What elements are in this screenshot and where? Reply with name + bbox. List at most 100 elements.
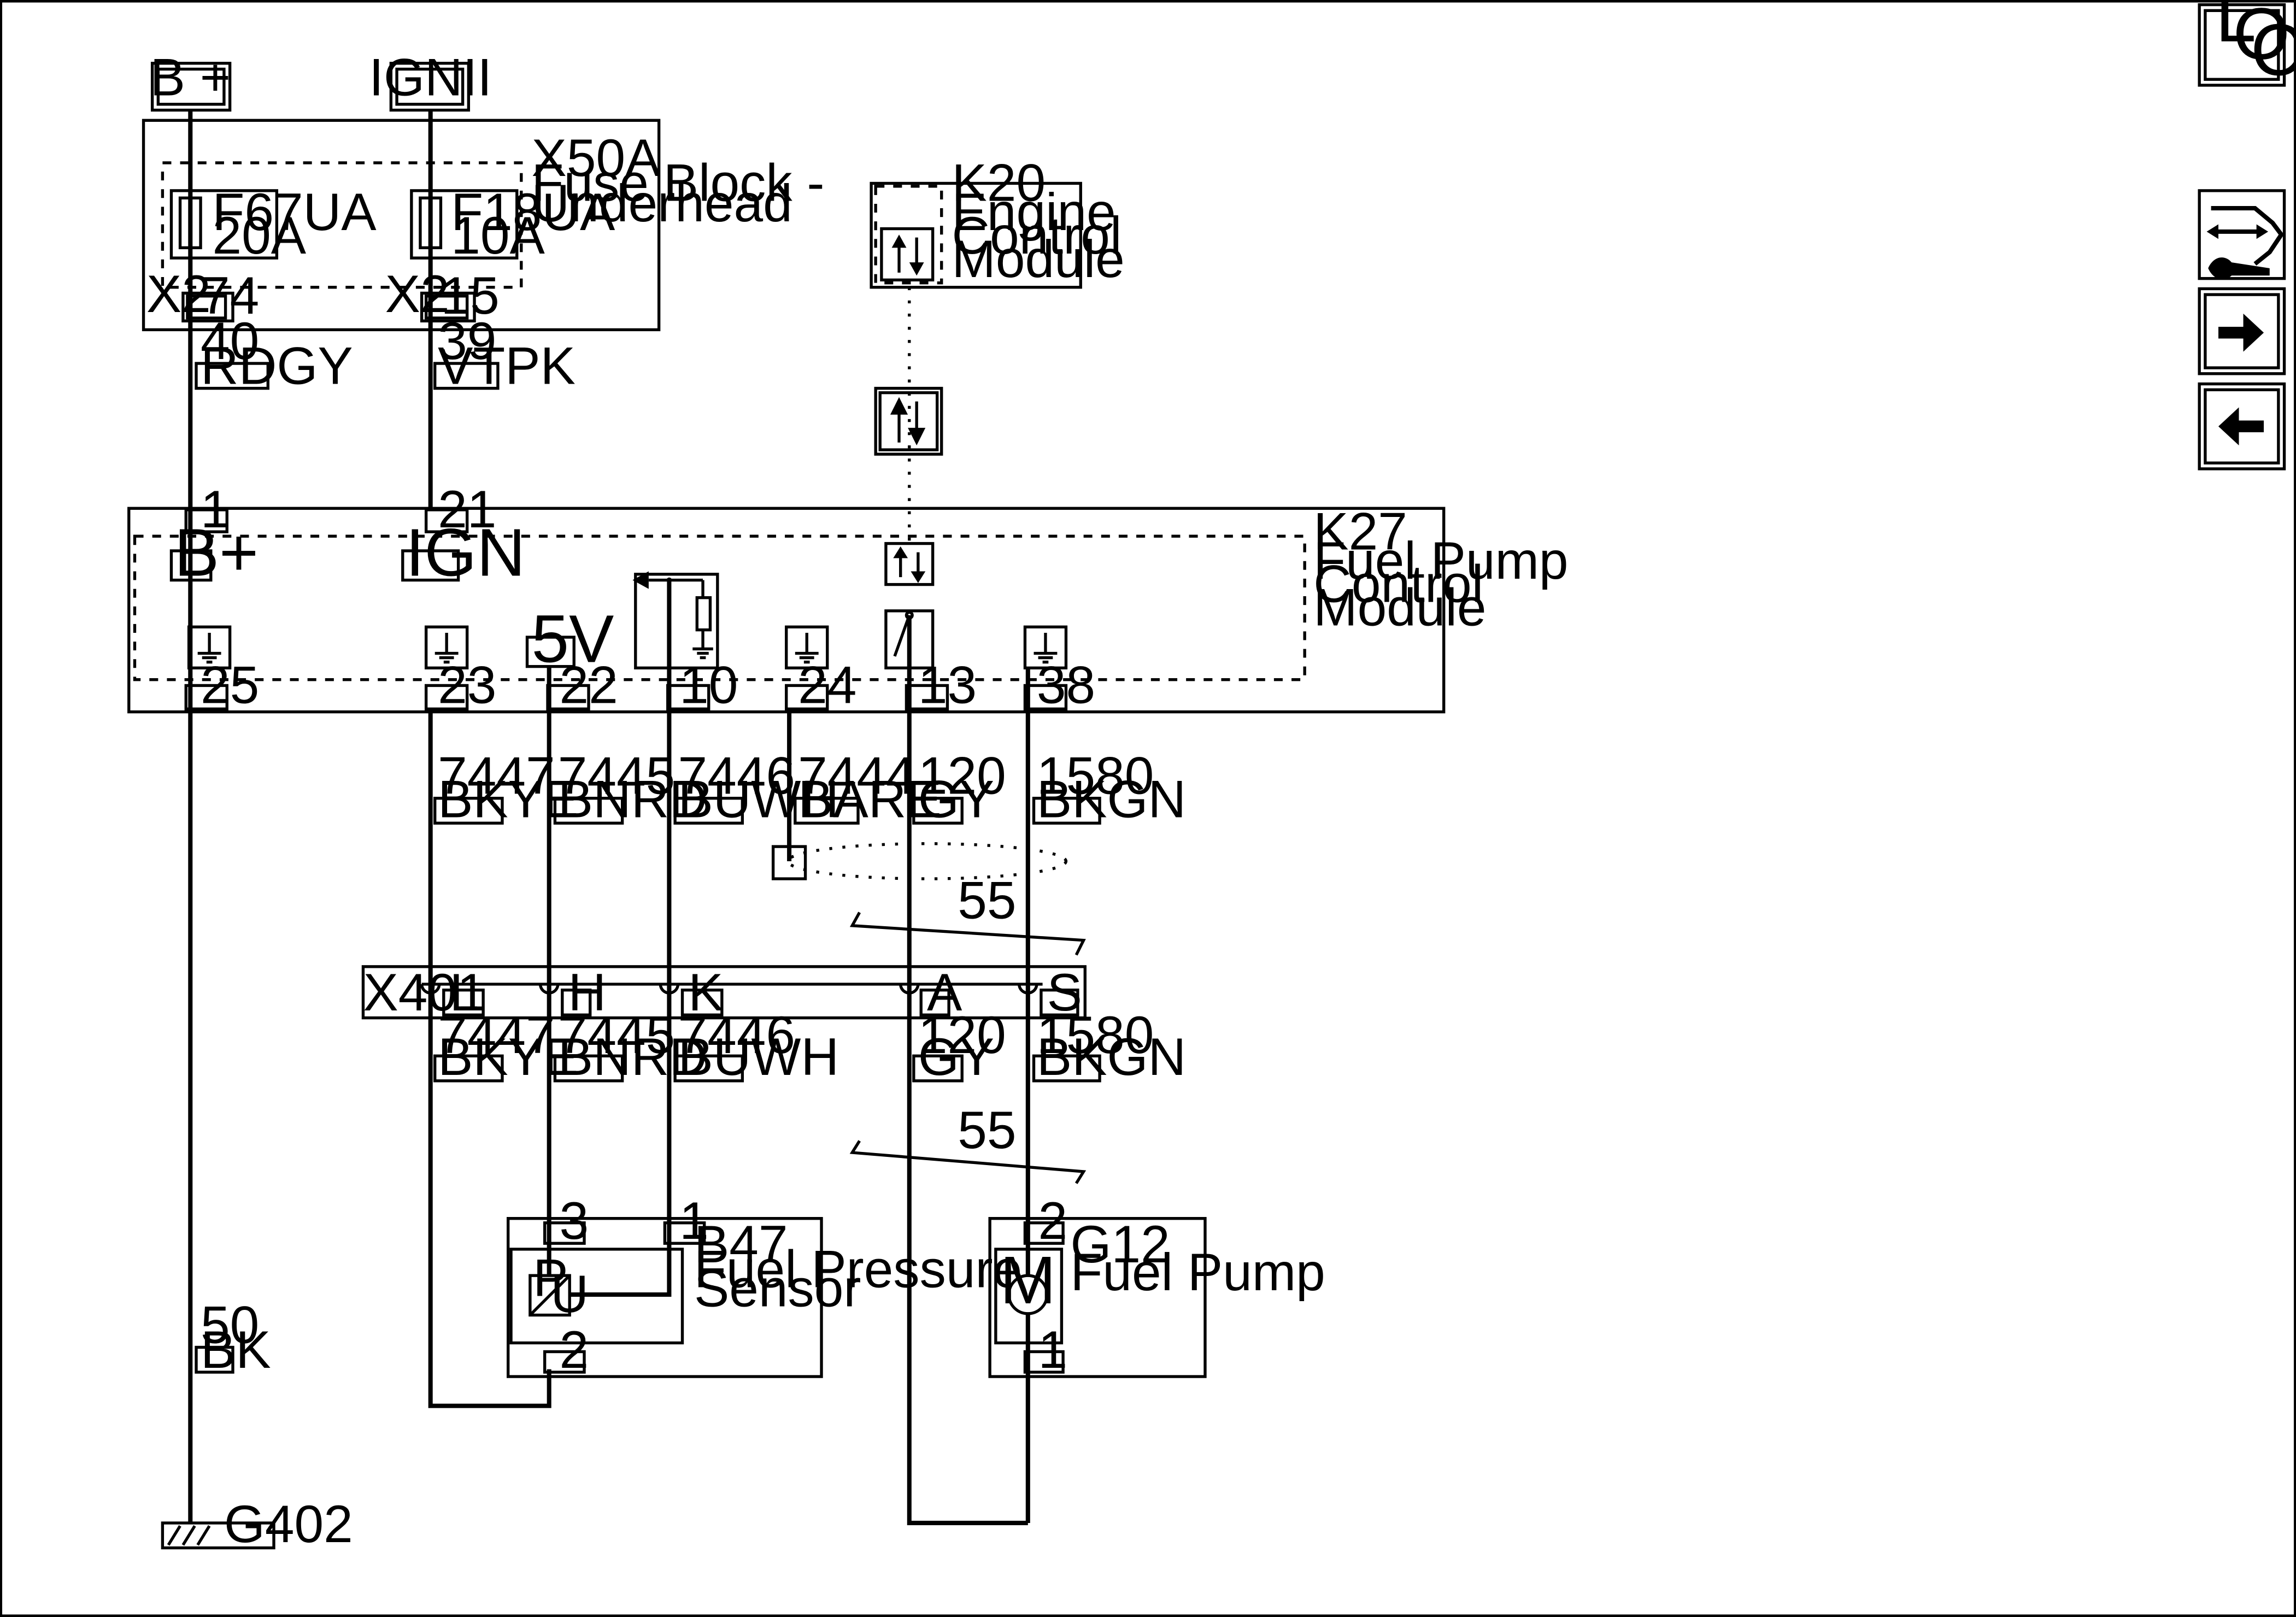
arrow-right-icon bbox=[2218, 313, 2264, 352]
wire-120[interactable] bbox=[907, 615, 1028, 1525]
harness-1580-circuit: 1580 bbox=[1037, 747, 1154, 805]
bplus-terminal[interactable]: B + bbox=[150, 49, 232, 112]
fuse-f18ua[interactable]: F18UA 10A bbox=[410, 183, 615, 265]
fpcm-pin-38: 38 bbox=[1037, 656, 1095, 715]
cable-shield bbox=[771, 842, 1068, 880]
g12-pin-1: 1 bbox=[1038, 1321, 1068, 1379]
b47-name-2: Sensor bbox=[694, 1259, 861, 1318]
lower-label-120[interactable]: 120 GY bbox=[912, 1006, 1006, 1086]
harness-1580-color: BKGN bbox=[1037, 771, 1186, 829]
fpcm-name-1: Fuel Pump bbox=[1313, 532, 1568, 590]
wire-label-40[interactable]: 40 RDGY bbox=[195, 312, 353, 396]
wire-label-50[interactable]: 50 BK bbox=[195, 1296, 271, 1379]
twist-label-lower: 55 bbox=[958, 1101, 1016, 1160]
fuel-pressure-sensor-b47[interactable]: 3 1 2 P U B47 Fuel Pressure Sensor bbox=[507, 1192, 1023, 1379]
ecm-name-2: Control bbox=[952, 207, 1121, 265]
lower-7446-color: BUWH bbox=[678, 1028, 839, 1086]
wire-40-circuit: 40 bbox=[201, 312, 259, 371]
fpcm-pin-10: 10 bbox=[679, 656, 738, 715]
ground-hatch-icon bbox=[167, 1525, 211, 1546]
connector-wrench-icon bbox=[2206, 206, 2285, 280]
ground-g402-label: G402 bbox=[224, 1495, 353, 1554]
fpcm-ign-label: IGN bbox=[406, 515, 525, 591]
fuse-block-x50a[interactable]: X50A Fuse Block - Underhead F67UA 20A F1… bbox=[142, 119, 825, 332]
harness-wire-labels-upper: 7447 BKYE 7445 BNRD 7446 BUWH 7444 BARE … bbox=[433, 747, 1187, 829]
harness-label-7447[interactable]: 7447 BKYE bbox=[433, 747, 579, 829]
fpcm-pin-21: 21 bbox=[438, 480, 496, 539]
wires bbox=[188, 110, 1030, 1525]
fuse-block-name-2: Underhead bbox=[532, 174, 792, 233]
fpcm-serial-data-icon bbox=[884, 542, 935, 586]
ign-terminal-label: IGNII bbox=[369, 49, 492, 107]
b47-pin-2: 2 bbox=[559, 1321, 589, 1379]
x401-ref: X401 bbox=[363, 963, 486, 1022]
fuse-f67ua[interactable]: F67UA 20A bbox=[169, 183, 377, 265]
fuse-f67ua-rating: 20A bbox=[212, 207, 306, 265]
fpcm-pin-23: 23 bbox=[438, 656, 496, 715]
harness-7447-circuit: 7447 bbox=[438, 747, 555, 805]
fuse-block-pin-b: 15 bbox=[441, 267, 499, 325]
fuse-block-name-1: Fuse Block - bbox=[532, 154, 825, 213]
fpcm-pin-1: 1 bbox=[201, 480, 230, 539]
b47-pin-3: 3 bbox=[559, 1192, 589, 1250]
ign-terminal[interactable]: IGNII bbox=[369, 49, 492, 112]
serial-data-icon[interactable] bbox=[874, 386, 943, 456]
fpcm-name-3: Module bbox=[1313, 579, 1486, 637]
g12-pin-2: 2 bbox=[1038, 1192, 1068, 1250]
locator-letter-o: O bbox=[2233, 0, 2290, 75]
lower-120-color: GY bbox=[918, 1028, 994, 1086]
b47-ref: B47 bbox=[694, 1215, 788, 1274]
g12-ref: G12 bbox=[1071, 1215, 1170, 1274]
locator-letter-c: C bbox=[2251, 9, 2296, 91]
wire-40-color: RDGY bbox=[201, 337, 353, 396]
twisted-pair-marker-lower: 55 bbox=[849, 1101, 1087, 1184]
harness-7445-circuit: 7445 bbox=[558, 747, 676, 805]
harness-120-circuit: 120 bbox=[918, 747, 1006, 805]
wire-50-circuit: 50 bbox=[201, 1296, 259, 1354]
wire-7446[interactable] bbox=[566, 580, 672, 1297]
connector-view-button[interactable] bbox=[2198, 189, 2286, 280]
wire-50-color: BK bbox=[201, 1321, 271, 1379]
lower-label-1580[interactable]: 1580 BKGN bbox=[1032, 1006, 1187, 1086]
twisted-pair-marker-upper: 55 bbox=[849, 871, 1086, 956]
ground-g402[interactable]: G402 bbox=[161, 1495, 353, 1554]
fuel-pump-control-module-k27[interactable]: K27 Fuel Pump Control Module 1 21 B+ IGN… bbox=[127, 480, 1569, 715]
harness-label-120[interactable]: 120 GY bbox=[912, 747, 1006, 829]
b47-symbol-p: P bbox=[533, 1249, 568, 1308]
harness-label-1580[interactable]: 1580 BKGN bbox=[1032, 747, 1187, 829]
fpcm-ground-icon-24 bbox=[785, 625, 829, 669]
lower-label-7446[interactable]: 7446 BUWH bbox=[673, 1006, 839, 1086]
fuse-f67ua-ref: F67UA bbox=[212, 183, 377, 242]
wire-7447[interactable] bbox=[428, 709, 551, 1408]
next-page-button[interactable] bbox=[2198, 287, 2286, 375]
harness-wire-labels-lower: 7447 BKYE 7445 BNRD 7446 BUWH 120 GY 158… bbox=[433, 1006, 1187, 1086]
fpcm-pin-25: 25 bbox=[201, 656, 259, 715]
fpcm-bplus-label: B+ bbox=[174, 515, 259, 591]
inline-connector-x401[interactable]: X401 L H K A S bbox=[361, 963, 1087, 1022]
fpcm-5v-label: 5V bbox=[532, 602, 614, 677]
fuse-block-pin-a: 74 bbox=[201, 267, 259, 325]
fpcm-name-2: Control bbox=[1313, 555, 1483, 614]
fuse-f18ua-rating: 10A bbox=[451, 207, 545, 265]
fuse-block-ref: X50A bbox=[532, 129, 661, 187]
engine-control-module-k20[interactable]: K20 Engine Control Module bbox=[870, 154, 1125, 289]
harness-7444-circuit: 7444 bbox=[798, 747, 915, 805]
fpcm-signal-resistor-icon bbox=[632, 571, 719, 669]
wire-label-39[interactable]: 39 VTPK bbox=[433, 312, 576, 396]
x401-pin-l: L bbox=[450, 963, 479, 1022]
x401-pin-h: H bbox=[568, 963, 607, 1022]
bplus-terminal-label: B + bbox=[150, 49, 231, 107]
motor-icon: M bbox=[1000, 1243, 1056, 1318]
b47-symbol-u: U bbox=[550, 1265, 589, 1324]
locator-button[interactable]: L O C bbox=[2198, 0, 2296, 91]
fpcm-pin-24: 24 bbox=[798, 656, 856, 715]
fuel-pump-g12[interactable]: 2 1 M G12 Fuel Pump bbox=[988, 1192, 1325, 1379]
fpcm-pin-13: 13 bbox=[918, 656, 977, 715]
arrow-left-icon bbox=[2218, 407, 2264, 446]
pressure-transducer-icon: P U bbox=[529, 1249, 589, 1324]
fpcm-ground-icon-38 bbox=[1023, 625, 1068, 669]
previous-page-button[interactable] bbox=[2198, 382, 2286, 471]
x401-pin-k: K bbox=[688, 963, 723, 1022]
ecm-name-1: Engine bbox=[952, 183, 1115, 242]
